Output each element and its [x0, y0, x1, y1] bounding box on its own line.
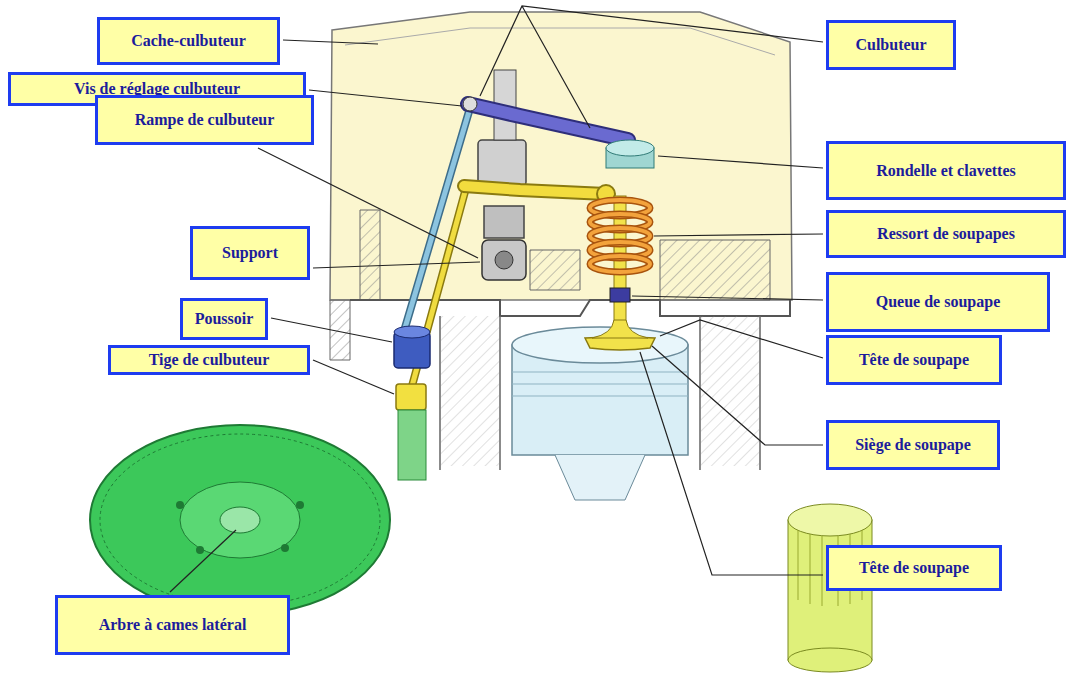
valve-retainer: [606, 140, 654, 156]
part-name: Ressort de soupapes: [877, 225, 1015, 243]
rocker-arm: [464, 186, 606, 194]
cam-gear: [90, 425, 390, 615]
part-name: Tige de culbuteur: [149, 351, 270, 369]
leader-line: [480, 6, 823, 128]
leader-line: [309, 90, 462, 106]
part-name: Siège de soupape: [855, 436, 971, 454]
callout-label: Cache-culbuteur: [97, 17, 280, 65]
valve-guide: [610, 288, 630, 302]
rocker-shaft-nut: [478, 140, 526, 186]
callout-label: Arbre à cames latéral: [55, 595, 290, 655]
callout-label: Siège de soupape: [826, 420, 1000, 470]
callout-label: Tige de culbuteur: [108, 345, 310, 375]
head-wall: [360, 210, 380, 300]
rocker-shaft: [482, 240, 526, 280]
valve-spring: [590, 200, 650, 272]
leader-line: [654, 234, 823, 236]
part-name: Tête de soupape: [859, 351, 969, 369]
gear-hub: [220, 507, 260, 533]
cover-edge: [345, 28, 775, 55]
rocker-support: [484, 206, 524, 238]
leader-line: [313, 360, 394, 394]
block-wall: [440, 316, 760, 470]
rocker-arm: [468, 104, 628, 140]
rocker-arm: [464, 186, 606, 194]
callout-label: Support: [190, 226, 310, 280]
piston-crown: [512, 327, 688, 363]
rocker-shaft-bore: [495, 251, 513, 269]
gear-teeth: [100, 434, 380, 606]
rocker-arm: [468, 104, 628, 140]
callout-label: Rampe de culbuteur: [95, 95, 314, 145]
part-name: Support: [222, 244, 278, 262]
valve-head: [585, 337, 655, 350]
valve-head: [592, 320, 648, 338]
callout-label: Poussoir: [180, 298, 268, 340]
part-name: Arbre à cames latéral: [99, 616, 247, 634]
leader-line: [632, 296, 823, 300]
leader-line: [658, 156, 823, 168]
tappet-cup: [396, 384, 426, 410]
callout-label: Ressort de soupapes: [826, 210, 1066, 258]
gear-hole: [176, 501, 184, 509]
head-wall: [660, 240, 770, 300]
callout-label: Queue de soupape: [826, 272, 1050, 332]
gear-hub: [180, 482, 300, 558]
leader-line: [170, 530, 236, 592]
adjusting-screw: [463, 97, 477, 111]
rocker-cover: [330, 12, 792, 300]
leader-line: [271, 318, 392, 342]
block-wall: [440, 316, 500, 466]
piston-ring: [512, 372, 688, 396]
block-wall: [700, 316, 760, 466]
gear-hole: [281, 544, 289, 552]
leader-line: [652, 346, 823, 445]
callout-label: Culbuteur: [826, 20, 956, 70]
callout-label: Rondelle et clavettes: [826, 141, 1066, 200]
leader-line: [283, 40, 378, 44]
leader-line: [640, 352, 823, 575]
leader-line: [660, 320, 823, 358]
part-name: Culbuteur: [855, 36, 926, 54]
camshaft: [398, 410, 426, 480]
gear-hole: [296, 501, 304, 509]
leader-line: [313, 262, 480, 268]
part-name: Poussoir: [195, 310, 254, 328]
connecting-rod: [555, 455, 645, 500]
tappet: [394, 326, 430, 338]
part-name: Rampe de culbuteur: [135, 111, 275, 129]
part-name: Cache-culbuteur: [131, 32, 246, 50]
gear-hole: [196, 546, 204, 554]
head-wall: [530, 250, 580, 290]
crank-gear: [788, 504, 872, 536]
crank-gear: [788, 648, 872, 672]
part-name: Tête de soupape: [859, 559, 969, 577]
callout-label: Tête de soupape: [826, 545, 1002, 591]
part-name: Rondelle et clavettes: [876, 162, 1016, 180]
part-name: Queue de soupape: [876, 293, 1000, 311]
callout-label: Tête de soupape: [826, 335, 1002, 385]
